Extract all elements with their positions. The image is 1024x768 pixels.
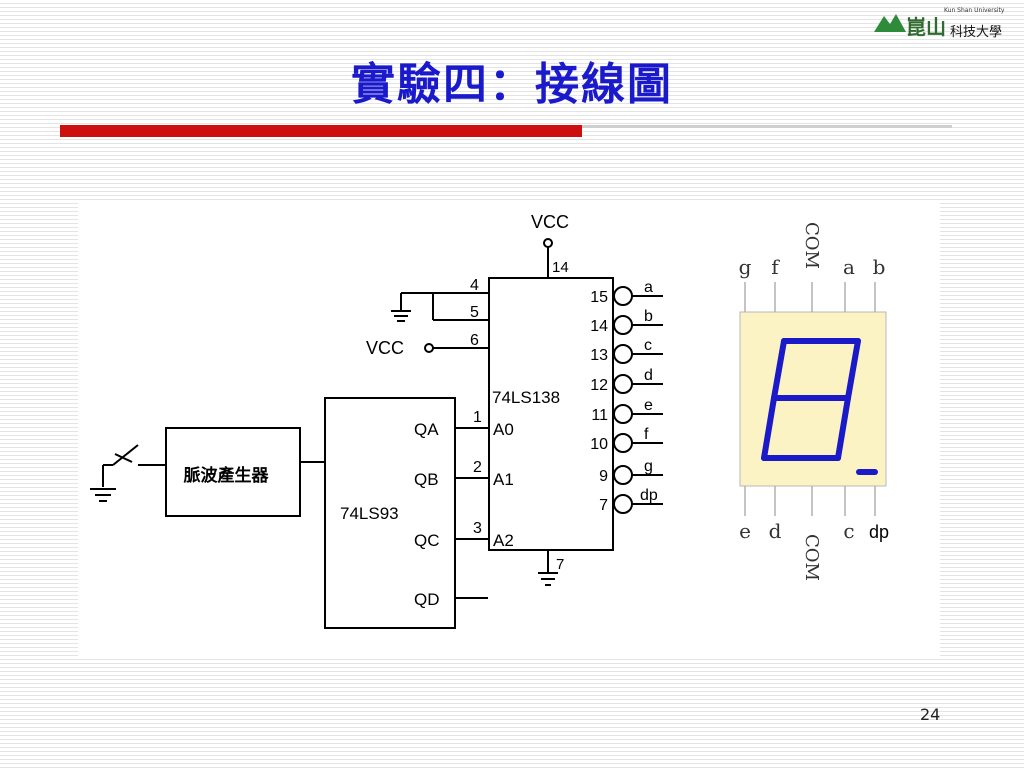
output-signal-g: g	[644, 458, 653, 475]
pulse-generator-box	[165, 427, 301, 517]
enable-vcc-label: VCC	[366, 338, 404, 358]
output-bubble-12	[613, 374, 633, 394]
output-bubble-14	[613, 315, 633, 335]
vcc-terminal-top	[543, 238, 553, 248]
enable-pin-4: 4	[470, 277, 479, 294]
counter-output-qd: QD	[414, 590, 440, 609]
output-signal-a: a	[644, 279, 653, 296]
input-pin-3: 3	[473, 520, 482, 537]
output-signal-e: e	[644, 397, 653, 414]
display-top-pin-g: g	[739, 255, 752, 279]
display-bottom-pin-dp: dp	[869, 522, 889, 542]
display-bottom-pin-c: c	[843, 519, 854, 543]
switch-mark	[114, 453, 133, 463]
input-label-a2: A2	[493, 531, 514, 550]
counter-74ls93-box	[324, 397, 456, 629]
logo-brand: 崑山	[906, 15, 946, 39]
output-bubble-13	[613, 344, 633, 364]
title-underline-red	[60, 125, 582, 137]
decoder-gnd-pin: 7	[556, 556, 564, 573]
display-bottom-pin-e: e	[739, 519, 751, 543]
input-label-a1: A1	[493, 470, 514, 489]
switch-lever	[112, 444, 139, 466]
output-pin-11: 11	[591, 407, 608, 424]
enable-pin-5: 5	[470, 304, 479, 321]
counter-name: 74LS93	[340, 504, 399, 523]
output-pin-13: 13	[590, 347, 608, 364]
vcc-terminal-enable	[424, 343, 434, 353]
output-bubble-15	[613, 286, 633, 306]
enable-pin-6: 6	[470, 332, 479, 349]
output-pin-10: 10	[590, 436, 608, 453]
output-signal-f: f	[644, 426, 649, 443]
output-bubble-7	[613, 494, 633, 514]
display-bottom-pin-d: d	[769, 519, 782, 543]
input-pin-1: 1	[473, 409, 482, 426]
segment-f	[771, 338, 787, 401]
output-bubble-11	[613, 404, 633, 424]
counter-output-qb: QB	[414, 470, 439, 489]
segment-e	[761, 395, 777, 461]
logo-english: Kun Shan University	[944, 7, 1005, 14]
output-pin-9: 9	[599, 468, 608, 485]
output-signal-d: d	[644, 367, 653, 384]
display-top-pin-f: f	[771, 255, 780, 279]
output-pin-12: 12	[590, 377, 608, 394]
output-signal-c: c	[644, 337, 652, 354]
output-pin-14: 14	[590, 318, 608, 335]
decoder-name: 74LS138	[492, 388, 560, 407]
decoder-vcc-pin: 14	[552, 259, 569, 276]
output-pin-15: 15	[590, 289, 608, 306]
slide-number: 24	[920, 705, 941, 724]
title-underline-grey	[582, 125, 952, 128]
output-signal-b: b	[644, 308, 653, 325]
segment-c	[835, 395, 851, 461]
seven-segment-display	[739, 282, 887, 516]
display-top-pin-a: a	[843, 255, 855, 279]
university-logo: Kun Shan University 崑山 科技大學	[874, 7, 1005, 40]
counter-output-qa: QA	[414, 420, 439, 439]
counter-output-qc: QC	[414, 531, 440, 550]
output-pin-7: 7	[599, 497, 608, 514]
output-signal-dp: dp	[640, 487, 658, 504]
decoder-vcc-label: VCC	[531, 212, 569, 232]
segment-b	[845, 338, 861, 401]
slide-title: 實驗四：接線圖	[351, 59, 673, 110]
input-label-a0: A0	[493, 420, 514, 439]
wiring-diagram: 脈波產生器 74LS93 QA QB QC QD VCC 14 7 74LS13…	[78, 200, 940, 656]
output-bubble-10	[613, 433, 633, 453]
logo-subtitle: 科技大學	[950, 25, 1002, 40]
display-top-pin-com: COM	[801, 222, 822, 269]
display-top-pin-b: b	[873, 255, 886, 279]
input-pin-2: 2	[473, 459, 482, 476]
pulse-generator-label: 脈波產生器	[184, 465, 270, 485]
display-bottom-pin-com: COM	[801, 534, 822, 581]
output-bubble-9	[613, 465, 633, 485]
mountain-icon	[874, 14, 906, 32]
